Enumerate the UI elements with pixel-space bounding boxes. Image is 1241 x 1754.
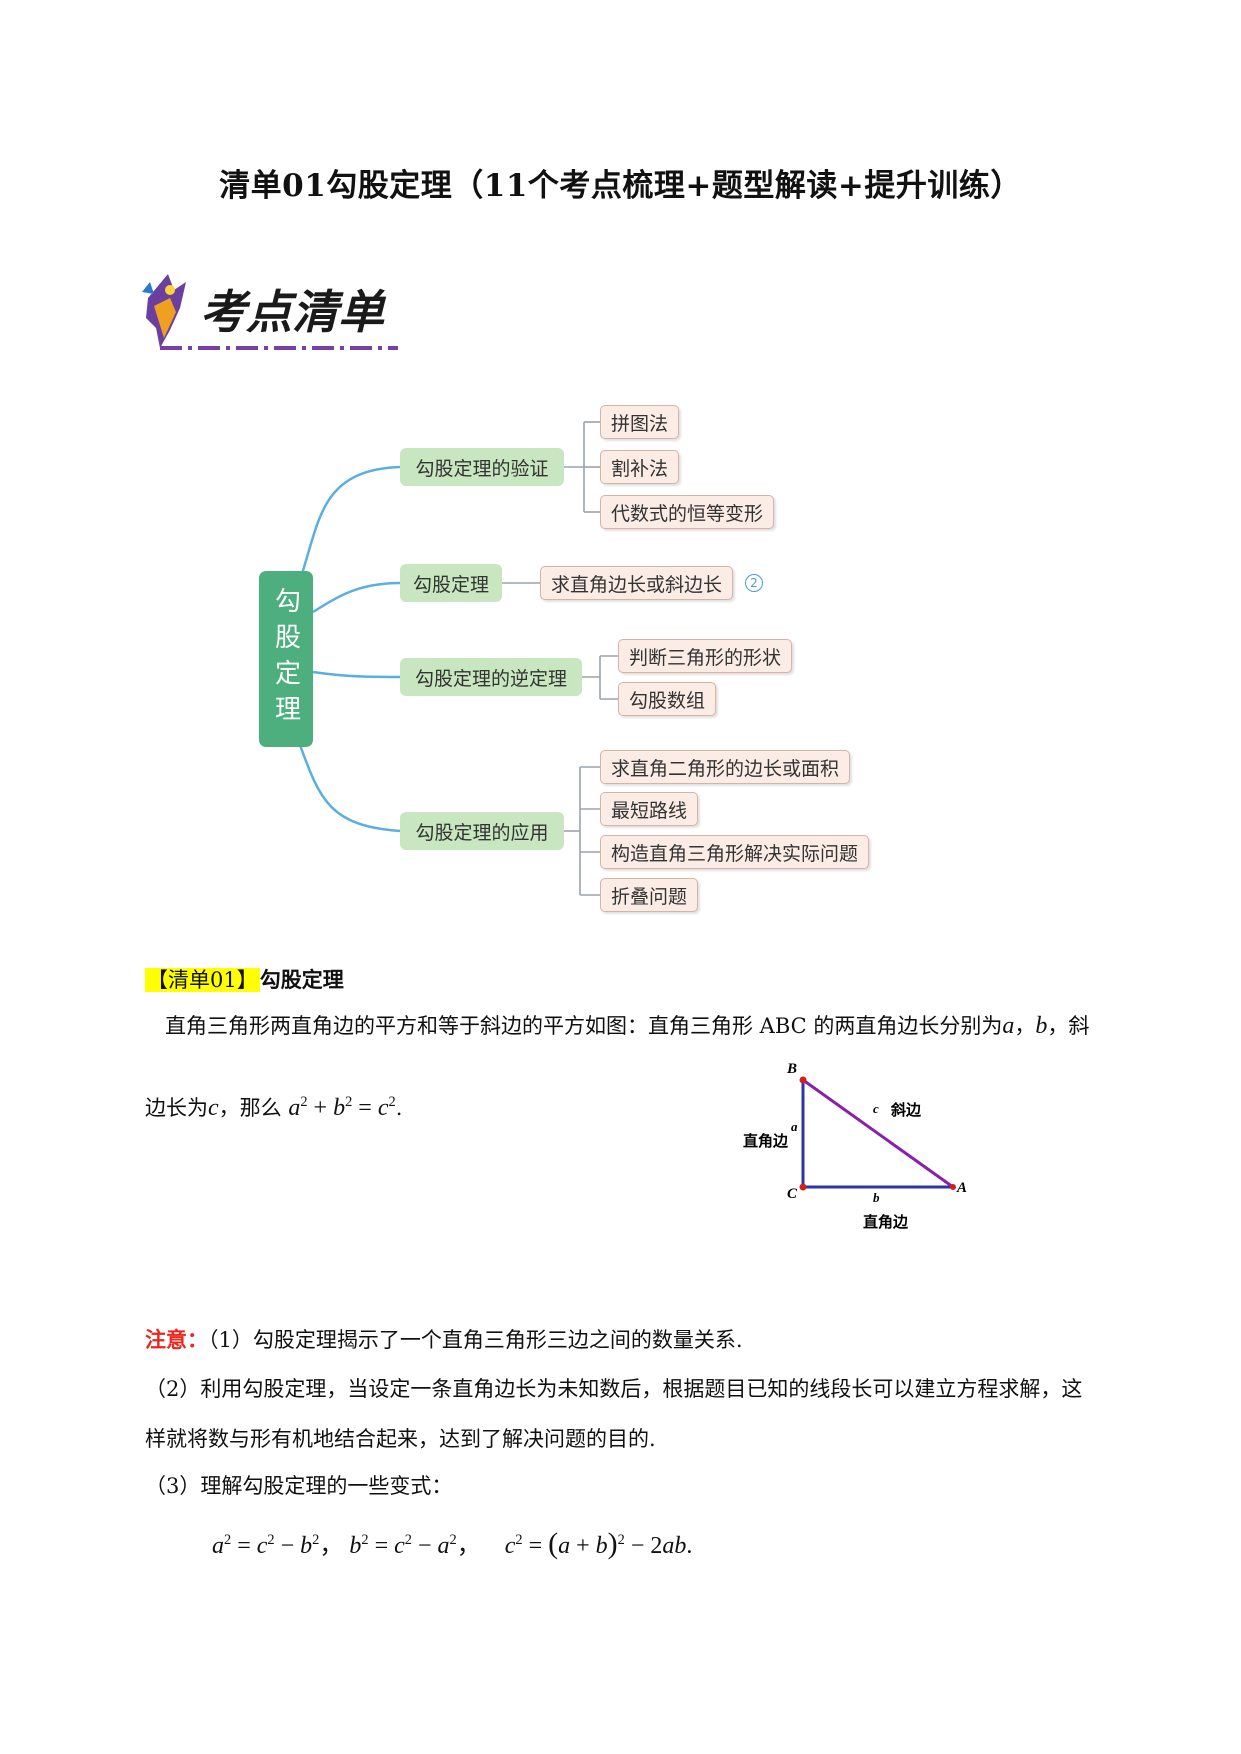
section-tag: 【清单01】 <box>145 968 260 992</box>
mindmap-leaf-gebu: 割补法 <box>600 450 680 484</box>
mindmap-root: 勾股定理 <box>259 571 313 747</box>
point-c <box>799 1183 807 1191</box>
var-b: b <box>1035 1013 1048 1039</box>
label-vertex-c: C <box>787 1186 798 1202</box>
note-2-line-1: （2）利用勾股定理，当设定一条直角边长为未知数后，根据题目已知的线段长可以建立方… <box>145 1377 1083 1401</box>
wizard-icon: 考点清单 <box>142 274 398 350</box>
mindmap-branch-application: 勾股定理的应用 <box>400 812 564 850</box>
mindmap-leaf-pintu: 拼图法 <box>600 405 680 439</box>
intro-line-1: 直角三角形两直角边的平方和等于斜边的平方如图：直角三角形 ABC 的两直角边长分… <box>165 1010 1089 1040</box>
label-side-c: c <box>873 1101 879 1116</box>
note-2-line-2: 样就将数与形有机地结合起来，达到了解决问题的目的. <box>145 1427 656 1451</box>
intro-text-d: ，那么 <box>218 1096 282 1120</box>
mindmap-leaf-folding: 折叠问题 <box>600 878 699 912</box>
mindmap-branch-theorem: 勾股定理 <box>400 564 502 602</box>
intro-text-c: 边长为 <box>145 1096 208 1120</box>
hypotenuse-ab <box>802 1078 954 1189</box>
label-vertex-b: B <box>786 1061 797 1077</box>
var-c: c <box>208 1095 219 1121</box>
label-side-b: b <box>873 1190 880 1205</box>
mindmap-branch-converse: 勾股定理的逆定理 <box>400 658 582 696</box>
point-b <box>799 1076 807 1084</box>
section-heading: 【清单01】勾股定理 <box>145 964 344 994</box>
formula-b-squared: b2 = c2 − a2 <box>349 1532 457 1559</box>
note-1: 注意：（1）勾股定理揭示了一个直角三角形三边之间的数量关系. <box>145 1324 743 1354</box>
label-leg-left: 直角边 <box>743 1132 789 1150</box>
logo-kaodian-qingdan: 考点清单 <box>140 268 402 360</box>
mindmap-count-badge: 2 <box>745 574 763 592</box>
variant-formulas: a2 = c2 − b2， b2 = c2 − a2， c2 = (a + b)… <box>212 1525 692 1561</box>
label-vertex-a: A <box>956 1180 967 1196</box>
intro-text-a: 直角三角形两直角边的平方和等于斜边的平方如图：直角三角形 ABC 的两直角边长分… <box>165 1014 1003 1038</box>
mindmap-leaf-shortest-path: 最短路线 <box>600 792 699 826</box>
note-3: （3）理解勾股定理的一些变式： <box>145 1474 453 1498</box>
intro-text-b: ，斜 <box>1047 1014 1090 1038</box>
formula-period: . <box>686 1533 693 1559</box>
mindmap-leaf-algebraic: 代数式的恒等变形 <box>600 495 775 529</box>
right-triangle-figure: B C A a b c 斜边 直角边 直角边 <box>743 1061 967 1231</box>
formula-a-squared: a2 = c2 − b2 <box>212 1532 320 1559</box>
label-leg-bottom: 直角边 <box>863 1213 909 1231</box>
mindmap-leaf-triangle-shape: 判断三角形的形状 <box>618 639 793 673</box>
point-a <box>950 1184 956 1190</box>
mindmap-leaf-construct-triangle: 构造直角三角形解决实际问题 <box>600 835 870 869</box>
logo-text: 考点清单 <box>200 285 387 339</box>
intro-comma: ， <box>1014 1014 1036 1038</box>
mindmap-leaf-find-sides: 求直角边长或斜边长 <box>540 566 734 600</box>
mindmap-branch-verification: 勾股定理的验证 <box>400 448 564 486</box>
note-label: 注意： <box>145 1328 208 1352</box>
section-title: 勾股定理 <box>259 968 344 992</box>
intro-line-2: 边长为c，那么 a2 + b2 = c2. <box>145 1092 402 1122</box>
formula-pythagorean: a2 + b2 = c2 <box>288 1094 396 1121</box>
formula-sep-1: ， <box>319 1533 344 1559</box>
note-1-text: （1）勾股定理揭示了一个直角三角形三边之间的数量关系. <box>208 1328 743 1352</box>
mindmap-leaf-pythagorean-triples: 勾股数组 <box>618 682 717 716</box>
label-side-a: a <box>791 1119 798 1134</box>
formula-c-squared: c2 = (a + b)2 − 2ab <box>504 1527 687 1560</box>
mindmap-leaf-sides-area: 求直角二角形的边长或面积 <box>600 750 851 784</box>
formula-sep-2: ， <box>456 1533 481 1559</box>
var-a: a <box>1002 1013 1015 1039</box>
intro-period: . <box>395 1096 403 1120</box>
page-title: 清单01勾股定理（11个考点梳理+题型解读+提升训练） <box>219 168 1022 204</box>
label-hypotenuse: 斜边 <box>890 1101 922 1119</box>
mindmap-connectors <box>298 421 618 896</box>
